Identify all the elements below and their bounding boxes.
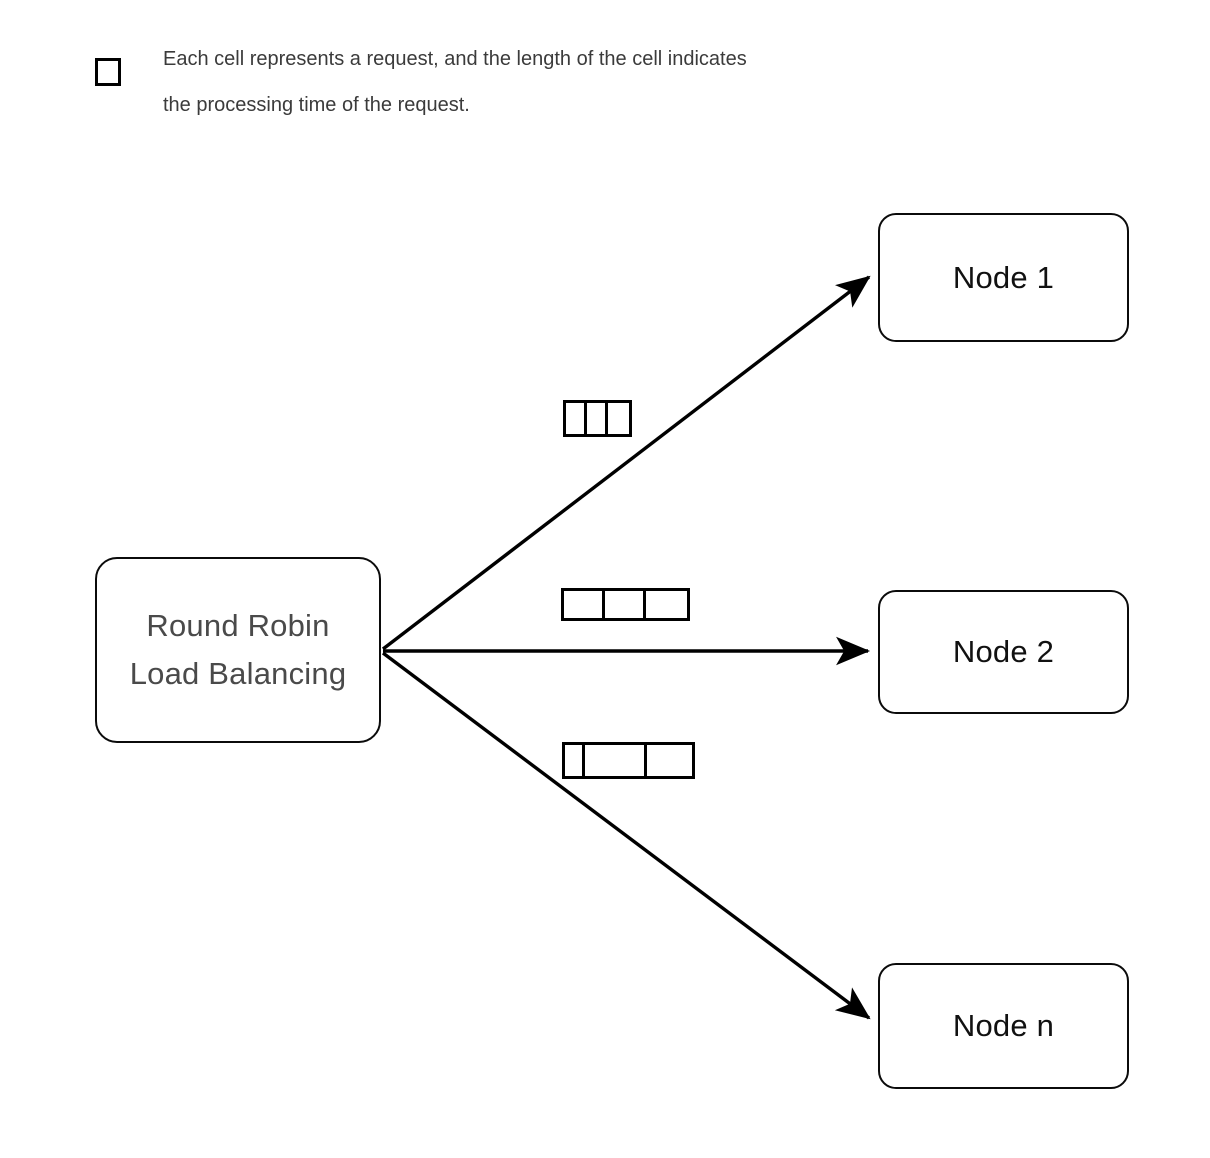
empty-square-icon — [95, 58, 121, 86]
legend-caption: Each cell represents a request, and the … — [163, 48, 747, 116]
node-box-node-2[interactable]: Node 2 — [878, 590, 1129, 714]
node-label-node-n: Node n — [952, 1008, 1055, 1043]
request-cell — [647, 745, 692, 776]
request-cell — [585, 745, 647, 776]
node-box-node-n[interactable]: Node n — [878, 963, 1129, 1089]
node-label-node-2: Node 2 — [952, 634, 1055, 669]
request-cell — [566, 403, 587, 434]
request-cell — [587, 403, 608, 434]
request-cell — [608, 403, 629, 434]
request-cell — [646, 591, 687, 618]
source-node-label: Round Robin Load Balancing — [129, 608, 347, 691]
node-label-node-1: Node 1 — [952, 259, 1055, 295]
request-queue-node-1 — [563, 400, 632, 437]
request-cell — [564, 591, 605, 618]
request-cell — [605, 591, 646, 618]
request-queue-node-n — [562, 742, 695, 779]
node-box-node-1[interactable]: Node 1 — [878, 213, 1129, 342]
request-cell — [565, 745, 585, 776]
source-node-round-robin[interactable]: Round Robin Load Balancing — [95, 557, 381, 743]
connector-to-node-n — [381, 651, 871, 1020]
request-queue-node-2 — [561, 588, 690, 621]
